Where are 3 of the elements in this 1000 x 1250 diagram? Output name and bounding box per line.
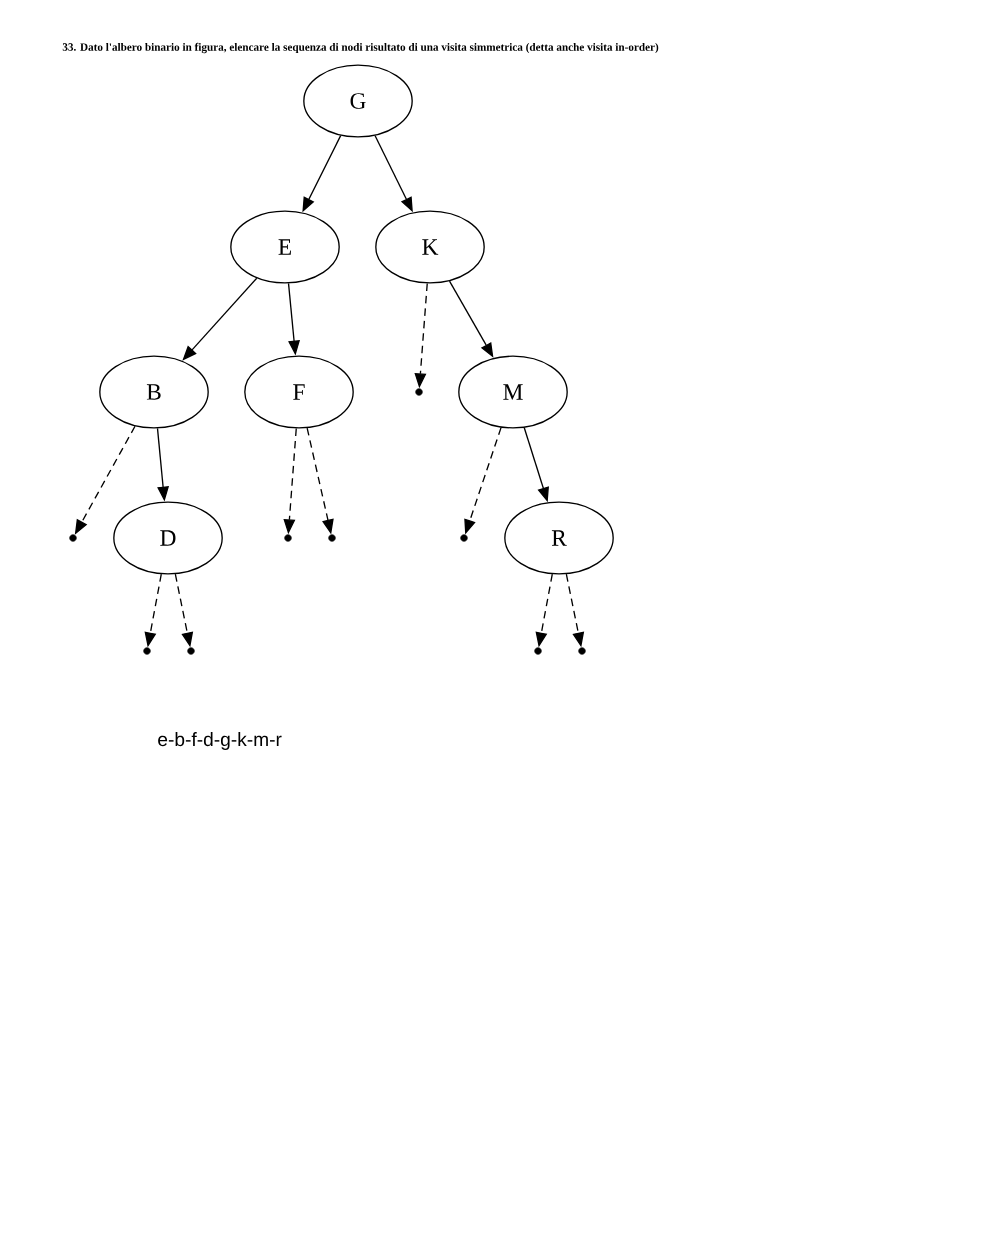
question-text: 33. Dato l'albero binario in figura, elencare la sequenza di nodi risultato di una visita simmetrica (detta anche visita in-order) [62,42,659,54]
arrow [182,277,258,361]
answer-text: e-b-f-d-g-k-m-r [158,732,282,750]
